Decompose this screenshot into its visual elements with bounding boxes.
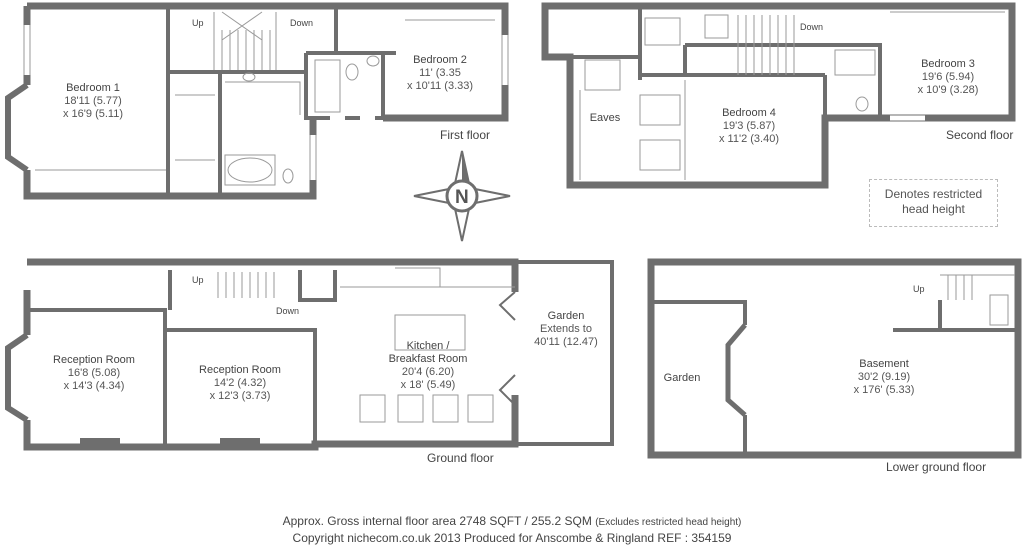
first-floor-down-label: Down — [290, 18, 314, 28]
room-label-garden-lower: Garden — [663, 372, 701, 384]
floor-label-second: Second floor — [946, 128, 1014, 142]
floor-label-lower-ground: Lower ground floor — [886, 460, 987, 474]
second-floor-internal-walls — [570, 6, 882, 118]
lower-ground-outer-wall — [647, 258, 1022, 459]
first-floor-stair-treads — [221, 11, 271, 70]
first-floor-fixtures — [35, 12, 495, 186]
room-label-basement: Basement 30'2 (9.19) x 176' (5.33) — [853, 358, 915, 396]
legend-line-1: Denotes restricted — [884, 187, 983, 201]
compass-rose: N — [413, 150, 511, 242]
room-label-kitchen: Kitchen / Breakfast Room 20'4 (6.20) x 1… — [388, 340, 468, 391]
first-floor-plan — [5, 2, 509, 200]
room-label-reception-2: Reception Room 14'2 (4.32) x 12'3 (3.73) — [199, 364, 281, 402]
first-floor-internal-walls — [166, 6, 396, 196]
lower-ground-internal-walls — [651, 300, 1018, 455]
second-floor-down-label: Down — [800, 22, 824, 32]
second-floor-fixtures — [579, 11, 1005, 180]
ground-floor-fixtures — [340, 267, 515, 423]
floor-label-ground: Ground floor — [427, 451, 494, 465]
ground-floor-internal-walls — [27, 260, 614, 447]
room-label-bedroom-4: Bedroom 4 19'3 (5.87) x 11'2 (3.40) — [719, 107, 779, 145]
room-label-eaves: Eaves — [589, 112, 621, 124]
lower-ground-floor-plan — [647, 258, 1022, 459]
ground-floor-down-label: Down — [276, 306, 300, 316]
first-floor-up-label: Up — [192, 18, 204, 28]
lower-ground-bay — [725, 323, 747, 417]
ground-floor-plan — [5, 258, 614, 451]
footer-copyright: Copyright nichecom.co.uk 2013 Produced f… — [292, 531, 732, 545]
footer-area-main: Approx. Gross internal floor area 2748 S… — [282, 514, 592, 528]
lower-ground-up-label: Up — [913, 284, 925, 294]
floor-label-first: First floor — [440, 128, 491, 142]
first-floor-windows — [24, 25, 508, 180]
ground-floor-up-label: Up — [192, 275, 204, 285]
bedroom1-bay-window — [5, 82, 29, 173]
compass-letter: N — [455, 187, 469, 208]
footer-area-note: (Excludes restricted head height) — [595, 517, 742, 528]
reception-bay-window — [5, 332, 29, 423]
room-label-bedroom-3: Bedroom 3 19'6 (5.94) x 10'9 (3.28) — [917, 58, 979, 96]
room-label-bedroom-1: Bedroom 1 18'11 (5.77) x 16'9 (5.11) — [63, 82, 123, 120]
room-label-reception-1: Reception Room 16'8 (5.08) x 14'3 (4.34) — [53, 354, 135, 392]
footer-area-line: Approx. Gross internal floor area 2748 S… — [0, 514, 1024, 528]
legend-line-2: head height — [902, 202, 965, 216]
room-label-garden-ground: Garden Extends to 40'11 (12.47) — [534, 310, 598, 348]
second-floor-plan — [541, 2, 1016, 189]
legend-box: Denotes restricted head height — [869, 179, 998, 227]
room-label-bedroom-2: Bedroom 2 11' (3.35 x 10'11 (3.33) — [406, 54, 474, 92]
second-floor-outer-wall — [541, 2, 1016, 189]
